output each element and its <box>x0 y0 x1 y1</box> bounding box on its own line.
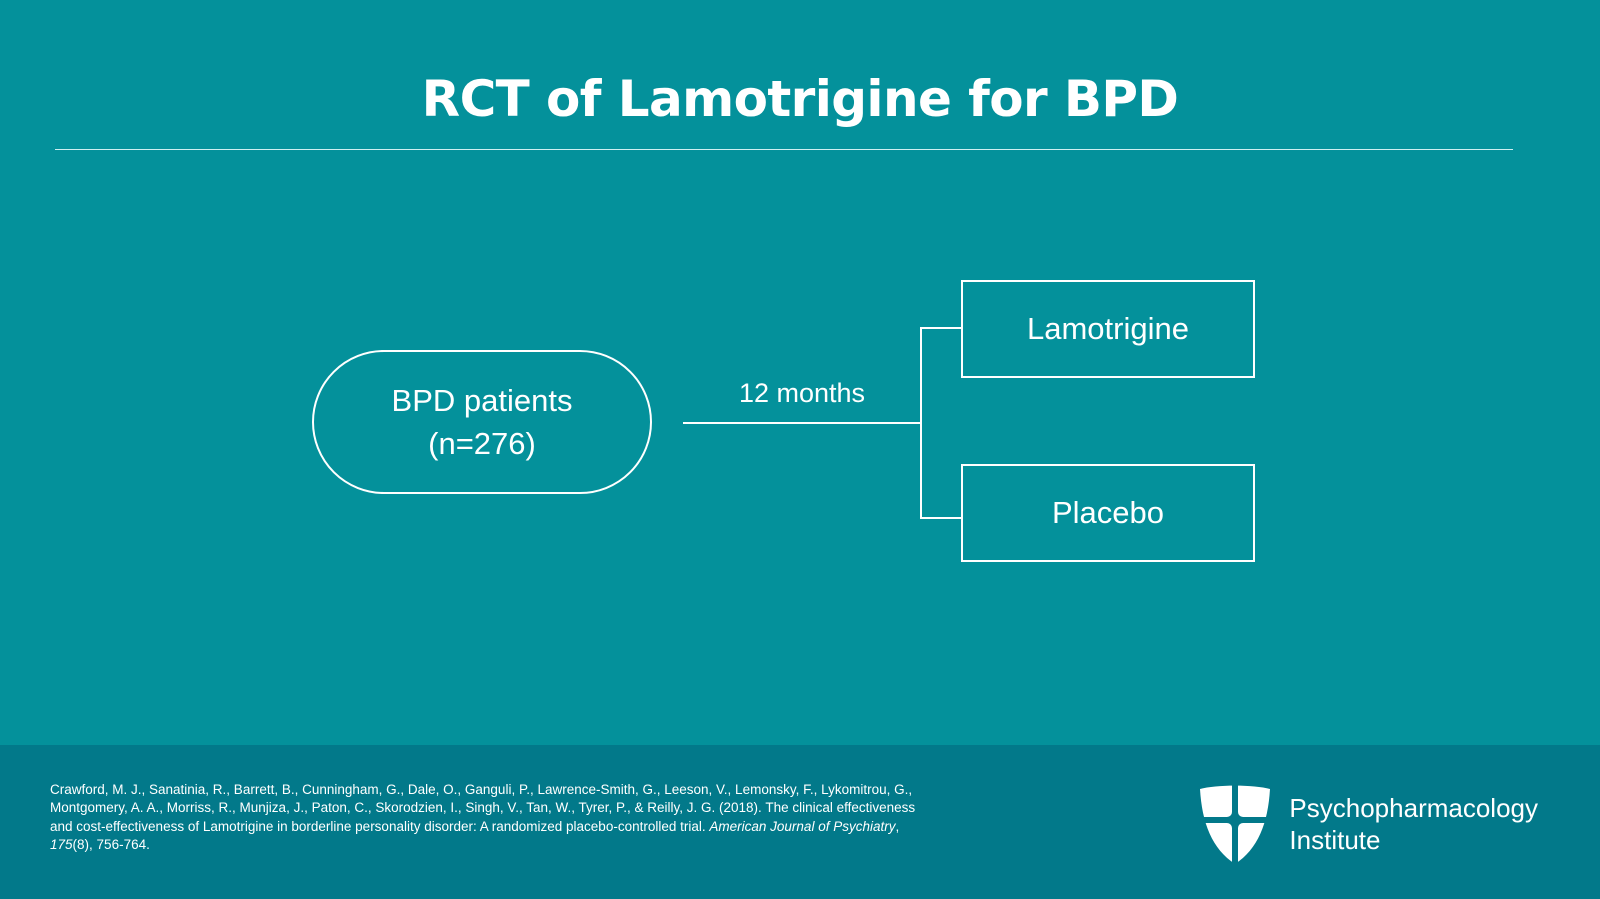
connector-arm-top <box>920 327 962 329</box>
title-divider <box>55 149 1513 150</box>
arm-label-treatment: Lamotrigine <box>1027 311 1189 346</box>
page-title: RCT of Lamotrigine for BPD <box>421 70 1179 128</box>
arm-box-treatment: Lamotrigine <box>961 280 1255 378</box>
citation-text: Crawford, M. J., Sanatinia, R., Barrett,… <box>50 781 930 854</box>
connector-vertical-bracket <box>920 327 922 519</box>
brand-name-line2: Institute <box>1289 825 1381 855</box>
population-label-line1: BPD patients <box>391 383 573 418</box>
citation-year: (2018). <box>719 800 762 816</box>
brand-logo: Psychopharmacology Institute <box>1198 783 1538 865</box>
brand-name: Psychopharmacology Institute <box>1289 792 1538 856</box>
arm-label-control: Placebo <box>1051 495 1165 530</box>
citation-pages: 756-764. <box>96 836 150 852</box>
citation-journal-separator: , <box>895 818 900 834</box>
shield-logo-icon <box>1200 785 1271 864</box>
footer-bar: Crawford, M. J., Sanatinia, R., Barrett,… <box>0 745 1600 899</box>
trial-flow-diagram: BPD patients (n=276) 12 months Lamotrigi… <box>312 280 1255 562</box>
connector-arm-bottom <box>920 517 962 519</box>
arm-box-control: Placebo <box>961 464 1255 562</box>
citation-volume: 175 <box>50 836 73 852</box>
brand-name-line1: Psychopharmacology <box>1289 793 1538 823</box>
population-node: BPD patients (n=276) <box>312 350 652 494</box>
citation-authors: Crawford, M. J., Sanatinia, R., Barrett,… <box>50 782 913 816</box>
connector-horizontal <box>683 422 922 424</box>
citation-article-title: The clinical effectiveness and cost-effe… <box>50 800 916 834</box>
citation-journal: American Journal of Psychiatry <box>709 818 896 834</box>
edge-label-duration: 12 months <box>738 378 866 408</box>
population-label-line2: (n=276) <box>428 426 536 461</box>
citation-issue: (8), <box>72 836 93 852</box>
